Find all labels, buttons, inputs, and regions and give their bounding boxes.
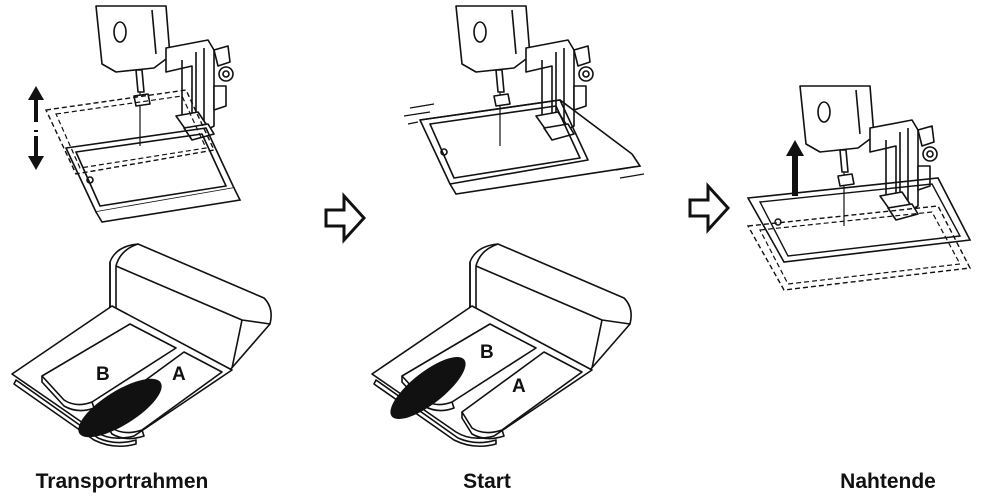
foot-icon [78,378,162,438]
step-3-frame-lower-dashed [746,205,972,291]
step-3-caption: Nahtende [840,470,936,493]
step-2-pedal-a-label: A [512,376,526,397]
hollow-right-arrow-icon [688,184,730,232]
step-2-pedal-b-label: B [480,342,494,363]
step-1-frame-lower [65,127,242,223]
up-down-arrow-icon [28,86,44,170]
step-3-frame-upper [746,177,972,263]
step-1-pedal: B A [11,243,272,448]
hollow-right-arrow-icon [324,194,366,242]
step-2-caption: Start [463,470,511,493]
step-1-caption: Transportrahmen [35,470,209,493]
step-3-machine-head [799,85,938,227]
step-1-frame-upper-dashed [44,89,216,175]
foot-icon [390,356,466,420]
step-1-pedal-a-label: A [172,364,186,385]
up-arrow-icon [786,140,804,196]
step-1-pedal-b-label: B [96,364,110,385]
step-1-machine-head [95,5,234,147]
step-2-pedal: B A [371,243,632,448]
step-2-frame [403,99,645,195]
